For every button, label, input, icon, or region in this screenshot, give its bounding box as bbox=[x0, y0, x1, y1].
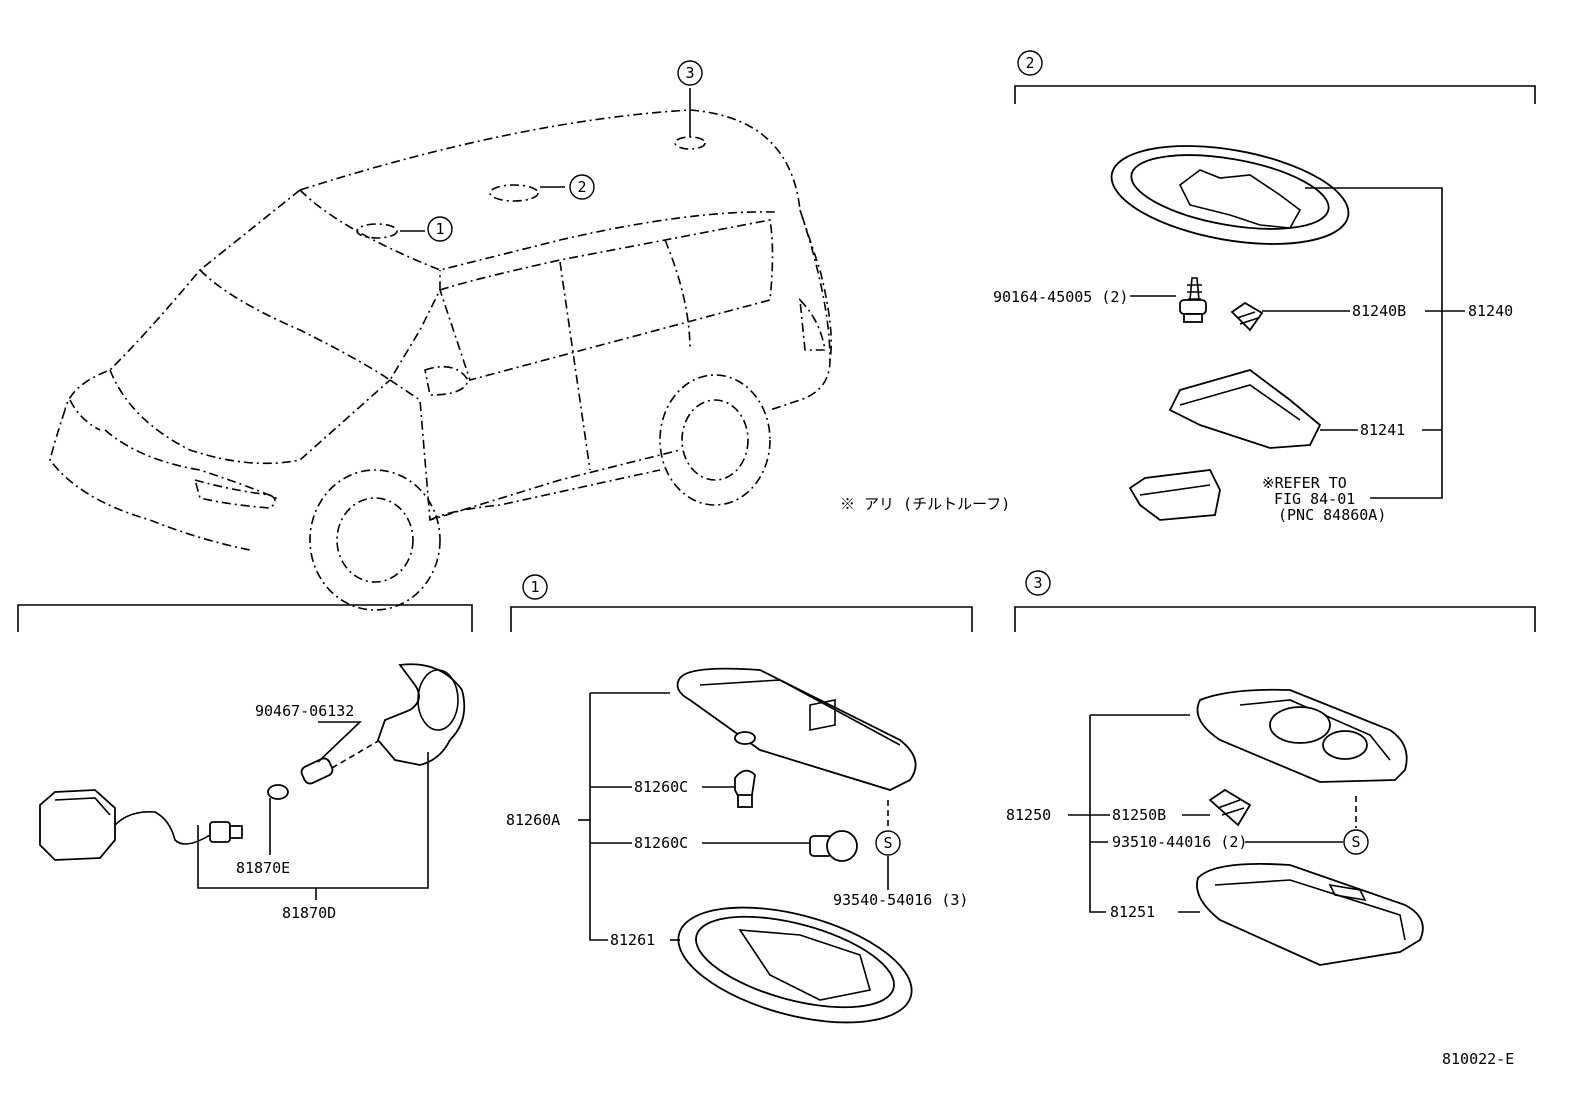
connector-81870D bbox=[39, 789, 243, 861]
figure-code: 810022-E bbox=[1442, 1050, 1514, 1068]
vehicle-ref-1: 1 bbox=[427, 216, 453, 242]
lens-81251-label: 81251 bbox=[1110, 903, 1155, 921]
refer-to-line1: ※REFER TO bbox=[1262, 474, 1347, 492]
assembly-81870D-label: 81870D bbox=[282, 904, 336, 922]
assembly-81260A-label: 81260A bbox=[506, 811, 560, 829]
section-left: 90467-06132 81870E 81870D bbox=[17, 604, 473, 922]
bulb-81240B bbox=[1230, 301, 1264, 332]
svg-text:1: 1 bbox=[435, 220, 444, 238]
section-3: 3 S 81 bbox=[1006, 570, 1536, 966]
section-3-ref: 3 bbox=[1025, 570, 1051, 596]
bulb-81870E bbox=[267, 784, 289, 800]
lens-81241 bbox=[1168, 369, 1322, 449]
refer-to-line3: (PNC 84860A) bbox=[1278, 506, 1386, 524]
bulb-81260C-a-label: 81260C bbox=[634, 778, 688, 796]
section-1: 1 bbox=[506, 574, 973, 1024]
bulb-81240B-label: 81240B bbox=[1352, 302, 1406, 320]
lens-81251 bbox=[1196, 863, 1424, 966]
bulb-81250B bbox=[1208, 788, 1252, 827]
section-2: 2 bbox=[993, 50, 1536, 524]
screw-93510-label: 93510-44016 (2) bbox=[1112, 833, 1247, 851]
vehicle-illustration bbox=[49, 88, 832, 611]
section-1-ref: 1 bbox=[522, 574, 548, 600]
lens-81261 bbox=[677, 906, 913, 1024]
section-2-ref: 2 bbox=[1017, 50, 1043, 76]
svg-text:S: S bbox=[1351, 833, 1360, 851]
bulb-81260C-a bbox=[734, 769, 756, 808]
screw-90164-label: 90164-45005 (2) bbox=[993, 288, 1128, 306]
bulb-81260C-b-label: 81260C bbox=[634, 834, 688, 852]
svg-text:2: 2 bbox=[577, 178, 586, 196]
switch-84860A bbox=[1128, 469, 1221, 521]
screw-symbol-s-1: S bbox=[875, 830, 901, 856]
clip-90467 bbox=[300, 739, 381, 785]
svg-text:3: 3 bbox=[1033, 574, 1042, 592]
bulb-81250B-label: 81250B bbox=[1112, 806, 1166, 824]
vehicle-ref-2: 2 bbox=[569, 174, 595, 200]
lens-81261-label: 81261 bbox=[610, 931, 655, 949]
svg-text:S: S bbox=[883, 834, 892, 852]
screw-symbol-s-3: S bbox=[1343, 829, 1369, 855]
tilt-roof-note: ※ アリ (チルトルーフ) bbox=[840, 495, 1010, 513]
svg-text:1: 1 bbox=[530, 578, 539, 596]
lamp-housing-81250 bbox=[1196, 688, 1408, 783]
lens-81241-label: 81241 bbox=[1360, 421, 1405, 439]
assembly-81240-label: 81240 bbox=[1468, 302, 1513, 320]
clip-90467-label: 90467-06132 bbox=[255, 702, 354, 720]
screw-90164 bbox=[1179, 277, 1207, 323]
screw-93540-label: 93540-54016 (3) bbox=[833, 891, 968, 909]
lamp-housing-81240 bbox=[1110, 145, 1350, 245]
svg-text:3: 3 bbox=[685, 64, 694, 82]
bulb-81260C-b bbox=[809, 830, 858, 862]
svg-text:2: 2 bbox=[1025, 54, 1034, 72]
bulb-81870E-label: 81870E bbox=[236, 859, 290, 877]
assembly-81250-label: 81250 bbox=[1006, 806, 1051, 824]
lamp-base-81260A bbox=[676, 667, 917, 791]
bracket-81870D bbox=[376, 663, 466, 766]
refer-to-line2: FIG 84-01 bbox=[1274, 490, 1355, 508]
vehicle-ref-3: 3 bbox=[677, 60, 703, 86]
